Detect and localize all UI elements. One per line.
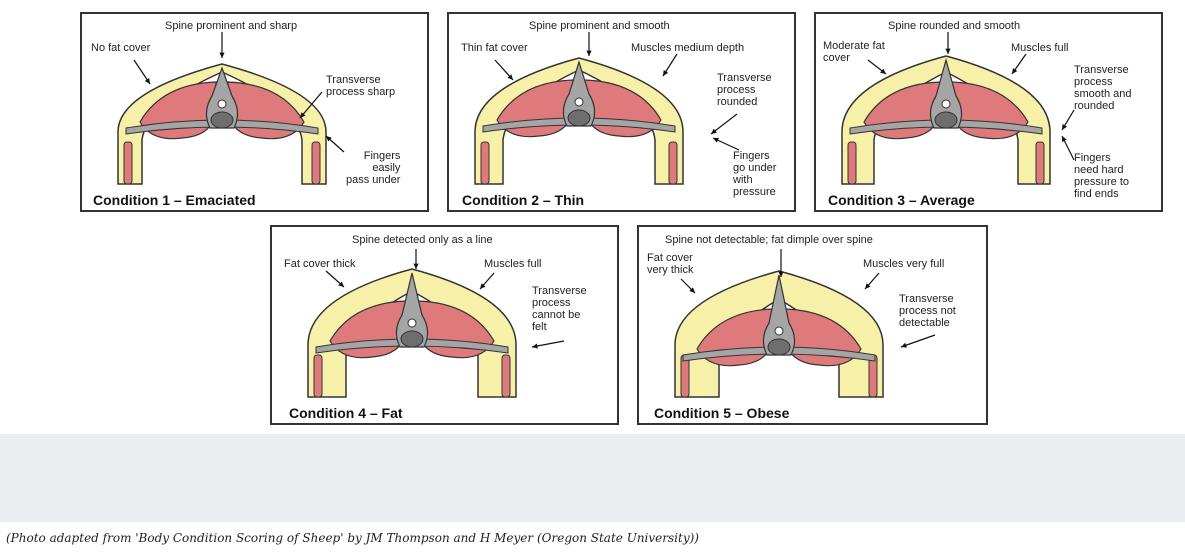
- spinal-canal: [218, 100, 226, 108]
- fingers-label: Fingers go under with pressure: [733, 150, 776, 198]
- vertebral-body: [401, 331, 423, 347]
- arrow-head-1: [219, 53, 224, 58]
- transverse-process-label: Transverse process not detectable: [899, 293, 956, 329]
- transverse-process-label: Transverse process smooth and rounded: [1074, 64, 1131, 112]
- spinal-canal: [942, 100, 950, 108]
- transverse-process-label: Transverse process cannot be felt: [532, 285, 587, 333]
- muscles-label: Muscles full: [1011, 42, 1068, 54]
- transverse-process-label: Transverse process sharp: [326, 74, 395, 98]
- fat-cover-label: Thin fat cover: [461, 42, 528, 54]
- transverse-process-label: Transverse process rounded: [717, 72, 772, 108]
- vertebral-body: [935, 112, 957, 128]
- spine-label: Spine not detectable; fat dimple over sp…: [665, 234, 873, 246]
- fat-cover-label: No fat cover: [91, 42, 150, 54]
- arrow-head-1: [413, 264, 418, 269]
- spinal-canal: [575, 98, 583, 106]
- right-leg-muscle: [669, 142, 677, 184]
- panel-condition-1: Spine prominent and sharp No fat cover T…: [80, 12, 429, 212]
- vertebral-body: [211, 112, 233, 128]
- condition-title: Condition 2 – Thin: [462, 192, 584, 208]
- photo-credit-caption: (Photo adapted from 'Body Condition Scor…: [6, 531, 699, 545]
- arrow-head-4: [532, 343, 538, 348]
- muscles-label: Muscles medium depth: [631, 42, 744, 54]
- muscles-label: Muscles full: [484, 258, 541, 270]
- panel-condition-3: Spine rounded and smooth Moderate fat co…: [814, 12, 1163, 212]
- spinal-canal: [775, 327, 783, 335]
- arrow-head-1: [586, 51, 591, 56]
- fat-cover-label: Fat cover very thick: [647, 252, 693, 276]
- arrow-head-4: [901, 343, 907, 348]
- right-leg-muscle: [1036, 142, 1044, 184]
- panel-condition-4: Spine detected only as a line Fat cover …: [270, 225, 619, 425]
- arrow-head-2: [145, 78, 150, 84]
- right-leg-muscle: [869, 355, 877, 397]
- right-leg-muscle: [502, 355, 510, 397]
- spine-label: Spine rounded and smooth: [888, 20, 1020, 32]
- arrow-head-3: [1012, 68, 1017, 74]
- spine-label: Spine prominent and sharp: [165, 20, 297, 32]
- left-leg-muscle: [314, 355, 322, 397]
- panel-condition-2: Spine prominent and smooth Thin fat cove…: [447, 12, 796, 212]
- condition-title: Condition 1 – Emaciated: [93, 192, 256, 208]
- spine-label: Spine detected only as a line: [352, 234, 493, 246]
- body-condition-figure: Spine prominent and sharp No fat cover T…: [0, 0, 1185, 434]
- right-leg-muscle: [312, 142, 320, 184]
- condition-title: Condition 4 – Fat: [289, 405, 403, 421]
- left-leg-muscle: [481, 142, 489, 184]
- fingers-label: Fingers need hard pressure to find ends: [1074, 152, 1129, 200]
- fat-cover-label: Moderate fat cover: [823, 40, 885, 64]
- pointer-arrow-4: [901, 335, 935, 347]
- left-leg-muscle: [681, 355, 689, 397]
- spinal-canal: [408, 319, 416, 327]
- muscles-label: Muscles very full: [863, 258, 944, 270]
- caption-background: [0, 434, 1185, 522]
- fat-cover-label: Fat cover thick: [284, 258, 356, 270]
- vertebral-body: [768, 339, 790, 355]
- spine-label: Spine prominent and smooth: [529, 20, 670, 32]
- panel-condition-5: Spine not detectable; fat dimple over sp…: [637, 225, 988, 425]
- vertebral-body: [568, 110, 590, 126]
- left-leg-muscle: [124, 142, 132, 184]
- fingers-label: Fingers easily pass under: [346, 150, 400, 186]
- condition-title: Condition 5 – Obese: [654, 405, 789, 421]
- arrow-head-1: [945, 49, 950, 54]
- left-leg-muscle: [848, 142, 856, 184]
- condition-title: Condition 3 – Average: [828, 192, 975, 208]
